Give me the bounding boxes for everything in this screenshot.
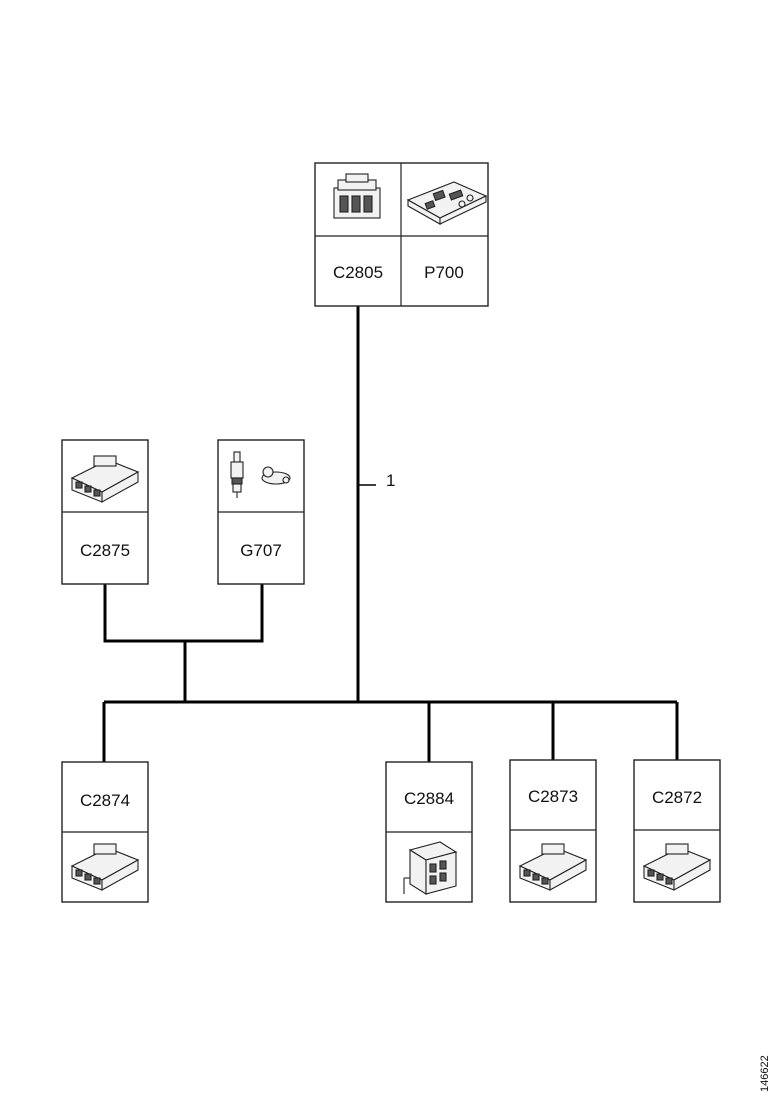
wiring [102, 306, 679, 762]
connector-box-c2872: C2872 [633, 759, 721, 903]
connector-label-c2805: C2805 [333, 263, 383, 282]
multi-pin-connector-icon [333, 173, 381, 219]
connector-box-c2873: C2873 [509, 759, 597, 903]
wire-label: 1 [386, 471, 395, 490]
connector-label-p700: P700 [424, 263, 464, 282]
wire-branch-left [103, 584, 264, 702]
connector-label-c2875: C2875 [80, 541, 130, 560]
block-connector-icon [403, 841, 458, 895]
connector-label-c2884: C2884 [404, 789, 454, 808]
connector-plug-icon [70, 455, 140, 503]
connector-box-c2805-p700: C2805 P700 [314, 162, 489, 307]
connector-box-c2874: C2874 [61, 761, 149, 903]
connector-label-c2873: C2873 [528, 787, 578, 806]
connector-label-g707: G707 [240, 541, 282, 560]
connector-plug-icon [518, 843, 588, 891]
spark-plug-ground-icon [230, 451, 291, 498]
connector-label-c2872: C2872 [652, 788, 702, 807]
connector-plug-icon [70, 843, 140, 891]
connector-label-c2874: C2874 [80, 791, 130, 810]
connector-box-c2875: C2875 [61, 439, 149, 585]
connector-box-g707: G707 [217, 439, 305, 585]
connector-box-c2884: C2884 [385, 761, 473, 903]
circuit-board-icon [406, 181, 488, 225]
reference-number: 146622 [759, 1055, 771, 1092]
connector-plug-icon [642, 843, 712, 891]
